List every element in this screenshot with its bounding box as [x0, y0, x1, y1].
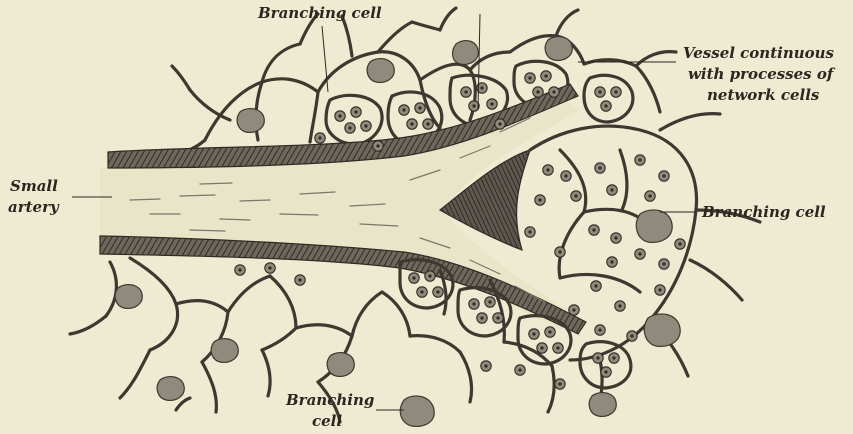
cell-nucleus [528, 230, 531, 233]
cell-nucleus [238, 268, 241, 271]
cell-nucleus [318, 136, 321, 139]
label-branching-cell-right: Branching cell [701, 203, 826, 221]
cell-nucleus [592, 228, 595, 231]
cell-nucleus [662, 174, 665, 177]
label-branching-cell-top: Branching cell [257, 4, 382, 22]
cell-nucleus [518, 368, 521, 371]
cell-nucleus [610, 260, 613, 263]
cell-nucleus [552, 90, 555, 93]
cell-nucleus [410, 122, 413, 125]
cell-nucleus [540, 346, 543, 349]
cell-nucleus [472, 104, 475, 107]
cell-nucleus [490, 102, 493, 105]
cell-nucleus [594, 284, 597, 287]
cell-nucleus [268, 266, 271, 269]
cell-nucleus [658, 288, 661, 291]
cell-nucleus [436, 290, 439, 293]
cell-nucleus [420, 290, 423, 293]
cell-nucleus [630, 334, 633, 337]
label-branching-cell-bottom-line1: Branching [285, 391, 374, 409]
cell-nucleus [376, 144, 379, 147]
cell-nucleus [556, 346, 559, 349]
cell-nucleus [558, 250, 561, 253]
cell-nucleus [546, 168, 549, 171]
cell-nucleus [604, 104, 607, 107]
cell-nucleus [598, 90, 601, 93]
cell-nucleus [538, 198, 541, 201]
cell-nucleus [402, 108, 405, 111]
cell-nucleus [488, 300, 491, 303]
cell-nucleus [572, 308, 575, 311]
label-small-artery-line1: Small [10, 177, 58, 195]
cell-nucleus [558, 382, 561, 385]
cell-nucleus [464, 90, 467, 93]
cell-nucleus [348, 126, 351, 129]
cell-nucleus [472, 302, 475, 305]
cell-nucleus [596, 356, 599, 359]
cell-nucleus [618, 304, 621, 307]
label-small-artery-line2: artery [8, 198, 60, 216]
cell-nucleus [548, 330, 551, 333]
cell-nucleus [604, 370, 607, 373]
label-vessel-line1: Vessel continuous [683, 44, 835, 62]
cell-nucleus [480, 316, 483, 319]
cell-nucleus [418, 106, 421, 109]
cell-nucleus [532, 332, 535, 335]
cell-nucleus [610, 188, 613, 191]
cell-nucleus [574, 194, 577, 197]
label-branching-cell-bottom-line2: cell [312, 412, 342, 430]
cell-nucleus [354, 110, 357, 113]
cell-nucleus [484, 364, 487, 367]
cell-nucleus [498, 122, 501, 125]
cell-nucleus [544, 74, 547, 77]
cell-nucleus [536, 90, 539, 93]
cell-nucleus [614, 236, 617, 239]
cell-nucleus [426, 122, 429, 125]
upper-cell-network [172, 8, 676, 154]
cell-nucleus [298, 278, 301, 281]
cell-nucleus [638, 158, 641, 161]
cell-nucleus [480, 86, 483, 89]
cell-nucleus [612, 356, 615, 359]
cell-nucleus [614, 90, 617, 93]
cell-nucleus [338, 114, 341, 117]
cell-nucleus [528, 76, 531, 79]
cell-nucleus [678, 242, 681, 245]
cell-nucleus [412, 276, 415, 279]
label-vessel-line3: network cells [707, 86, 820, 104]
cell-nucleus [598, 166, 601, 169]
cell-nucleus [428, 274, 431, 277]
cell-nucleus [648, 194, 651, 197]
cell-nucleus [564, 174, 567, 177]
cell-nucleus [638, 252, 641, 255]
label-vessel-line2: with processes of [688, 65, 836, 83]
cell-nucleus [496, 316, 499, 319]
cell-nucleus [598, 328, 601, 331]
cell-nucleus [364, 124, 367, 127]
cell-nucleus [662, 262, 665, 265]
